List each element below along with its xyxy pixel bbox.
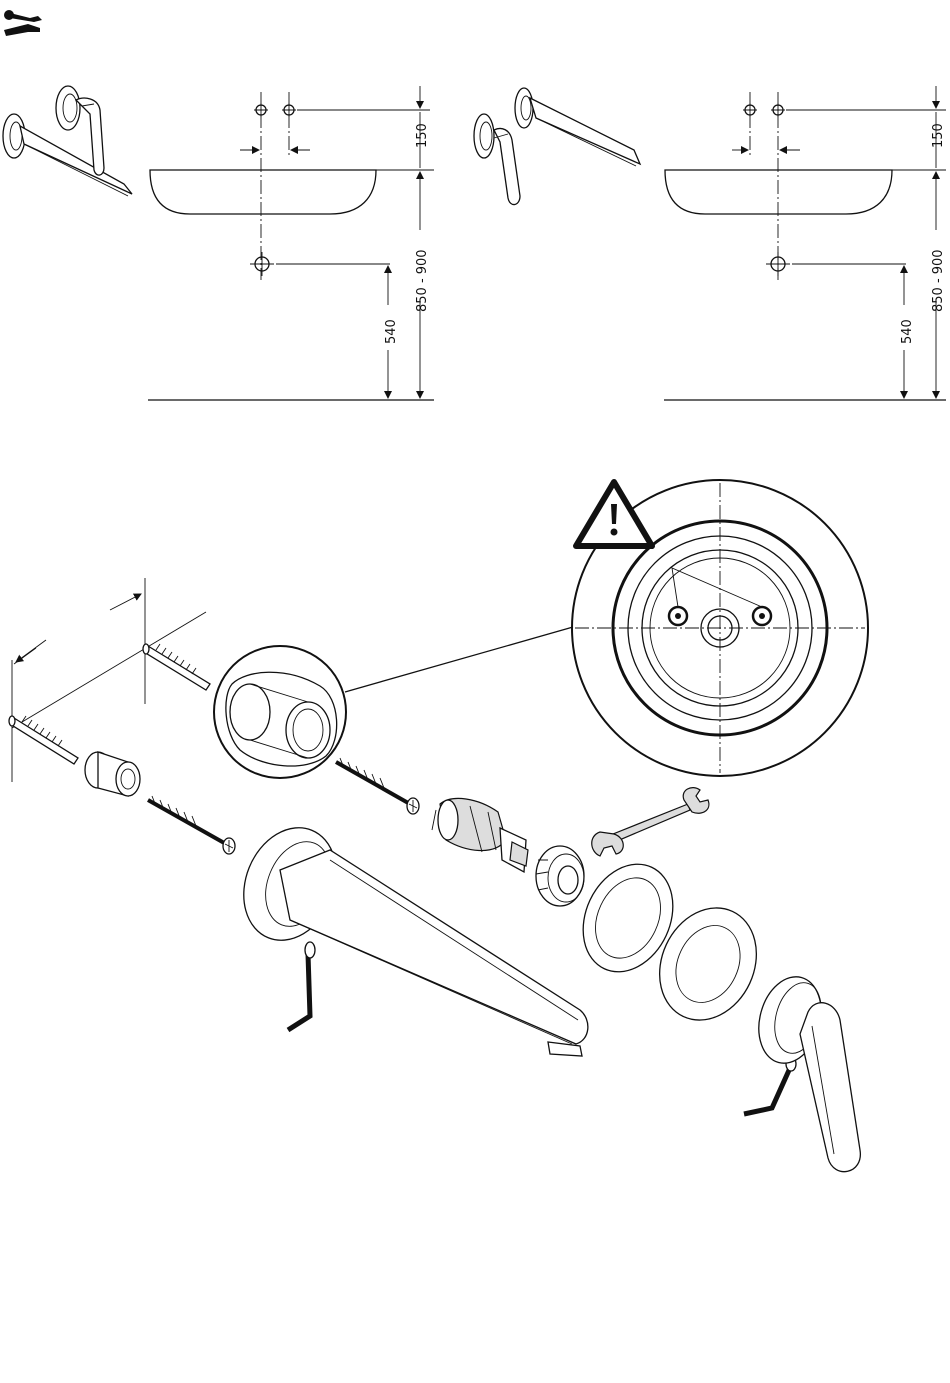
faucet-thumbnail-right	[474, 88, 640, 205]
cartridge	[432, 798, 528, 872]
open-end-wrench-icon	[592, 788, 709, 856]
dim-spout-height: 540	[900, 319, 915, 344]
spout	[227, 814, 587, 1056]
allen-key-icon	[744, 1057, 796, 1114]
reducer-fitting	[85, 752, 140, 796]
depth-dimension	[12, 578, 206, 782]
dimension-drawing-left: 150 850 - 900 540	[148, 86, 434, 400]
dim-spout-height: 540	[384, 319, 399, 344]
rosette-ring	[566, 849, 689, 986]
dim-basin-height: 850 - 900	[415, 249, 430, 312]
escutcheon-plate	[642, 892, 774, 1036]
outlet-marker	[250, 252, 274, 276]
tools-icon	[4, 10, 42, 36]
screw-upper	[336, 758, 419, 814]
basin	[665, 170, 892, 214]
mixer-handle	[750, 970, 861, 1172]
faucet-thumbnail-left	[3, 86, 132, 196]
dimension-drawing-right: 150 850 - 900 540	[664, 86, 946, 400]
dim-hole-spacing: 150	[931, 123, 946, 148]
allen-key-icon	[288, 942, 315, 1030]
wall-anchor-lower	[9, 716, 78, 764]
wall-anchor-upper	[143, 644, 210, 690]
dim-hole-spacing: 150	[415, 123, 430, 148]
dim-basin-height: 850 - 900	[931, 249, 946, 312]
screw-lower	[148, 796, 235, 854]
detail-leader-line	[345, 627, 573, 692]
outlet-marker	[766, 252, 790, 276]
magnifier-circle	[214, 646, 346, 778]
basin	[150, 170, 376, 214]
warning-icon	[576, 482, 652, 546]
threaded-nut	[536, 846, 584, 906]
